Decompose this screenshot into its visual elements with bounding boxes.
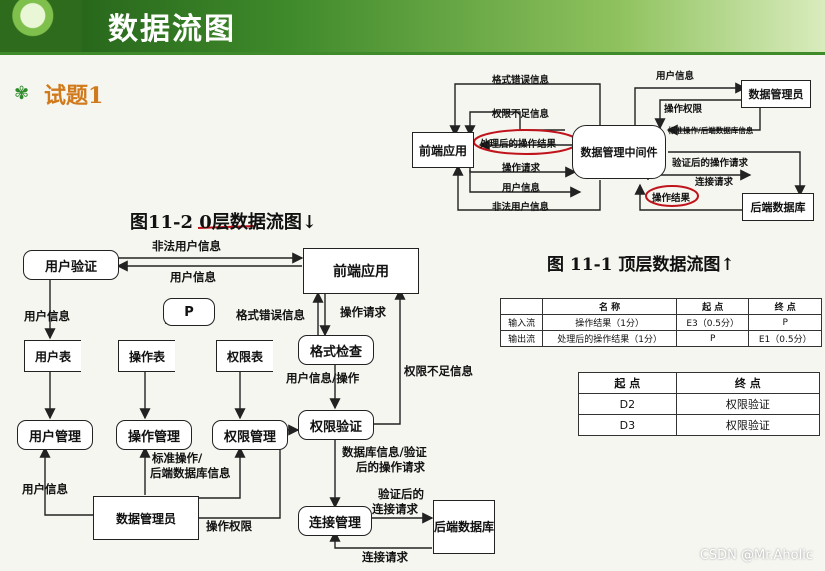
slide-title: 数据流图	[108, 12, 236, 47]
top-flow-user-info: 用户信息	[502, 183, 541, 194]
flow-user-info-back: 用户信息	[170, 270, 216, 284]
top-flow-op-permission: 操作权限	[664, 104, 703, 115]
answer-table-flows: 名 称 起 点 终 点 输入流 操作结果（1分） E3（0.5分） P 输出流 …	[499, 298, 822, 347]
csdn-watermark: CSDN @Mr.Aholic	[699, 548, 813, 563]
table-header: 终 点	[675, 372, 821, 394]
table-cell: E3（0.5分）	[675, 314, 750, 331]
table-row: 输出流 处理后的操作结果（1分） P E1（0.5分）	[499, 330, 822, 347]
flow-user-info-admin: 用户信息	[22, 482, 68, 496]
top-flow-user-info-top: 用户信息	[656, 71, 695, 82]
table-header: 终 点	[748, 298, 822, 315]
top-middleware-process: 数据管理中间件	[572, 125, 666, 179]
flow-std-op-2: 后端数据库信息	[150, 466, 231, 480]
flow-db-info-2: 后的操作请求	[356, 460, 425, 474]
table-header: 起 点	[578, 372, 677, 394]
top-flow-illegal-user: 非法用户信息	[492, 202, 550, 213]
table-cell: D3	[578, 414, 677, 436]
header-bar: 数据流图	[0, 0, 825, 52]
subtitle: 试题1	[44, 83, 104, 109]
table-header-row: 起 点 终 点	[578, 372, 821, 394]
entity-backend-db: 后端数据库	[433, 500, 495, 554]
table-cell: 操作结果（1分）	[542, 314, 677, 331]
flow-user-info-op: 用户信息/操作	[286, 371, 360, 385]
process-p: P	[163, 298, 215, 326]
top-data-admin-entity: 数据管理员	[741, 80, 811, 108]
flow-perm-insufficient: 权限不足信息	[404, 364, 473, 378]
table-cell: 权限验证	[675, 414, 821, 436]
flow-op-request: 操作请求	[340, 305, 386, 319]
flow-op-permission: 操作权限	[206, 519, 252, 533]
table-cell: 处理后的操作结果（1分）	[542, 330, 677, 347]
process-format-check: 格式检查	[298, 335, 374, 365]
top-flow-processed-result: 处理后的操作结果	[480, 139, 557, 150]
store-user-table: 用户表	[24, 340, 81, 372]
header-divider	[0, 52, 825, 55]
table-header-row: 名 称 起 点 终 点	[499, 298, 822, 315]
table-cell: 输入流	[499, 314, 544, 331]
table-cell: 输出流	[499, 330, 544, 347]
flow-std-op-1: 标准操作/	[152, 451, 203, 465]
table-cell: 权限验证	[675, 393, 821, 415]
entity-data-admin: 数据管理员	[93, 496, 199, 540]
backend-db-label: 后端数据库	[434, 519, 495, 534]
top-diagram-caption: 图 11-1 顶层数据流图↑	[547, 255, 735, 275]
plant-hand-image	[0, 0, 82, 52]
flow-illegal-user: 非法用户信息	[152, 239, 221, 253]
flow-format-error: 格式错误信息	[236, 308, 305, 322]
table-header: 起 点	[675, 298, 750, 315]
table-header	[499, 298, 544, 315]
top-front-app-entity: 前端应用	[412, 132, 474, 168]
flow-verified-conn-1: 验证后的	[378, 487, 424, 501]
process-op-mgmt: 操作管理	[116, 420, 192, 450]
flower-bullet-icon: ✾	[14, 83, 30, 104]
table-cell: E1（0.5分）	[748, 330, 822, 347]
process-perm-mgmt: 权限管理	[212, 420, 288, 450]
table-cell: D2	[578, 393, 677, 415]
table-header: 名 称	[542, 298, 677, 315]
top-flow-verified-op-request: 验证后的操作请求	[672, 158, 749, 169]
process-user-verify: 用户验证	[23, 250, 119, 280]
store-op-table: 操作表	[118, 340, 175, 372]
answer-table-stores: 起 点 终 点 D2 权限验证 D3 权限验证	[578, 372, 821, 436]
top-backend-db-entity: 后端数据库	[742, 193, 814, 221]
table-cell: P	[675, 330, 750, 347]
entity-front-app: 前端应用	[303, 248, 419, 294]
flow-user-info-left: 用户信息	[24, 309, 70, 323]
top-flow-connect-request: 连接请求	[695, 177, 734, 188]
top-flow-op-request: 操作请求	[502, 163, 541, 174]
table-row: 输入流 操作结果（1分） E3（0.5分） P	[499, 314, 822, 331]
table-cell: P	[748, 314, 822, 331]
table-row: D3 权限验证	[578, 414, 821, 436]
process-user-mgmt: 用户管理	[17, 420, 93, 450]
top-flow-std-op-db-info: 标准操作/后端数据库信息	[668, 126, 754, 135]
top-flow-format-error: 格式错误信息	[492, 75, 550, 86]
top-flow-perm-insufficient: 权限不足信息	[492, 109, 550, 120]
process-perm-verify: 权限验证	[298, 410, 374, 440]
process-conn-mgmt: 连接管理	[298, 506, 372, 536]
top-flow-op-result: 操作结果	[652, 193, 691, 204]
flow-db-info-1: 数据库信息/验证	[342, 445, 427, 459]
level0-caption: 图11-2 0层数据流图↓	[130, 212, 317, 233]
store-perm-table: 权限表	[216, 340, 273, 372]
flow-connect-request: 连接请求	[362, 550, 408, 564]
flow-verified-conn-2: 连接请求	[372, 502, 418, 516]
table-row: D2 权限验证	[578, 393, 821, 415]
